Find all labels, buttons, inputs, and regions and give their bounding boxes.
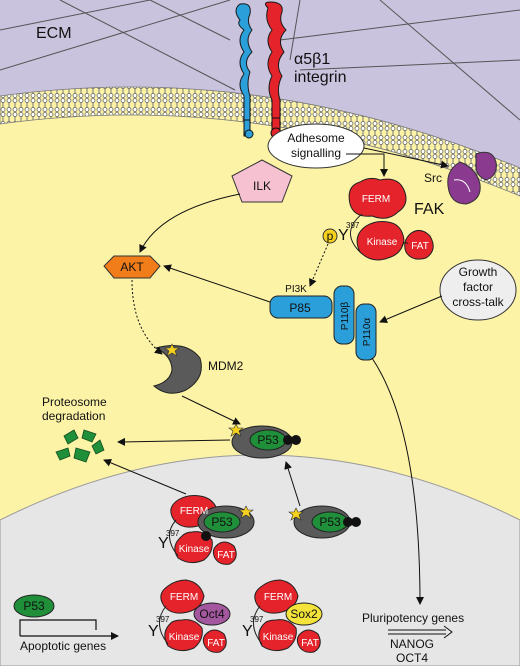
akt-label: AKT	[120, 260, 144, 274]
p53-promoter-node	[13, 594, 55, 618]
p53-cyto-label: P53	[257, 433, 279, 447]
plasma-membrane	[0, 86, 520, 197]
pi3k-label: PI3K	[285, 284, 307, 295]
mdm2-protein	[152, 345, 202, 394]
nuc-y-residue: Y	[158, 535, 169, 552]
ilk-node	[231, 159, 293, 203]
sox2cx-ferm-label: FERM	[264, 592, 292, 603]
sox2cx-y-residue: Y	[242, 623, 253, 640]
fak-label: FAK	[414, 201, 445, 218]
adhesome-signalling-node	[267, 123, 365, 169]
src-kinase	[447, 151, 497, 205]
integrin-label-line1: α5β1	[294, 51, 330, 68]
oct4cx-y-residue: Y	[148, 623, 159, 640]
pi3k-p85-subunit	[269, 295, 333, 319]
sox2cx-kinase-label: Kinase	[263, 632, 294, 643]
akt-node	[103, 255, 161, 279]
src-label: Src	[424, 171, 442, 185]
pluripotency-double-arrow	[388, 625, 453, 639]
fak-y397-number: 397	[346, 221, 360, 230]
growth-label-line1: Growth	[459, 265, 498, 279]
p85-label: P85	[289, 301, 311, 315]
nuc-free-p53-label: P53	[319, 515, 341, 529]
pi3k-p110a-subunit	[355, 303, 377, 361]
nuc-p53-label: P53	[211, 515, 233, 529]
nucleus	[0, 454, 520, 666]
apoptotic-p53-label: P53	[23, 599, 45, 613]
sox2cx-y397-number: 397	[250, 615, 264, 624]
phospho-site-marker	[322, 228, 338, 244]
adhesome-label-line2: signalling	[291, 146, 341, 160]
growth-label-line2: factor	[463, 280, 493, 294]
oct4cx-y397-number: 397	[156, 615, 170, 624]
proteosome-label-line1: Proteosome	[42, 395, 107, 409]
mdm2-label: MDM2	[208, 359, 244, 373]
fak-sox2-complex	[253, 579, 323, 653]
growth-factor-node	[439, 259, 517, 321]
integrin-label-line2: integrin	[294, 69, 346, 86]
ecm-fibres	[0, 0, 520, 121]
oct4cx-fat-label: FAT	[207, 638, 225, 649]
integrin-alpha5-subunit	[235, 3, 254, 139]
nuc-kinase-label: Kinase	[179, 544, 210, 555]
nuc-ferm-label: FERM	[180, 506, 208, 517]
nuc-y397-number: 397	[166, 529, 180, 538]
proteosome-label-line2: degradation	[42, 409, 105, 423]
growth-label-line3: cross-talk	[452, 295, 504, 309]
p110b-label: P110β	[340, 302, 351, 331]
fak-oct4-complex	[159, 579, 231, 653]
nuc-fat-label: FAT	[217, 550, 235, 561]
apoptotic-promoter-line	[19, 619, 97, 636]
degraded-protein-fragments	[55, 429, 105, 463]
oct4-label: Oct4	[199, 607, 225, 621]
ecm-label: ECM	[36, 25, 72, 42]
p53-mdm2-complex-cytoplasm	[228, 423, 301, 459]
apoptotic-genes-label: Apoptotic genes	[20, 639, 106, 653]
fak-y-residue: Y	[338, 227, 349, 244]
fak-ferm-label: FERM	[362, 194, 390, 205]
fak-p53-complex-nucleus	[169, 495, 255, 565]
fak-kinase-label: Kinase	[367, 237, 398, 248]
sox2cx-fat-label: FAT	[301, 638, 319, 649]
sox2-label: Sox2	[290, 607, 318, 621]
p110a-label: P110α	[362, 318, 373, 347]
oct4cx-ferm-label: FERM	[170, 592, 198, 603]
oct4-gene-label: OCT4	[396, 651, 428, 665]
ecm-region	[0, 0, 520, 168]
integrin-beta1-subunit	[264, 1, 287, 139]
pluripotency-genes-label: Pluripotency genes	[362, 611, 464, 625]
mdm2-phospho-star	[164, 343, 180, 357]
adhesome-label-line1: Adhesome	[287, 131, 345, 145]
ilk-label: ILK	[253, 179, 271, 193]
fak-complex	[348, 177, 434, 261]
pathway-arrows	[103, 147, 449, 605]
phospho-label: p	[327, 229, 334, 243]
oct4cx-kinase-label: Kinase	[169, 632, 200, 643]
p53-mdm2-complex-nucleus	[288, 505, 361, 539]
nanog-label: NANOG	[390, 637, 434, 651]
fak-fat-label: FAT	[411, 241, 429, 252]
pi3k-p110b-subunit	[333, 285, 355, 345]
